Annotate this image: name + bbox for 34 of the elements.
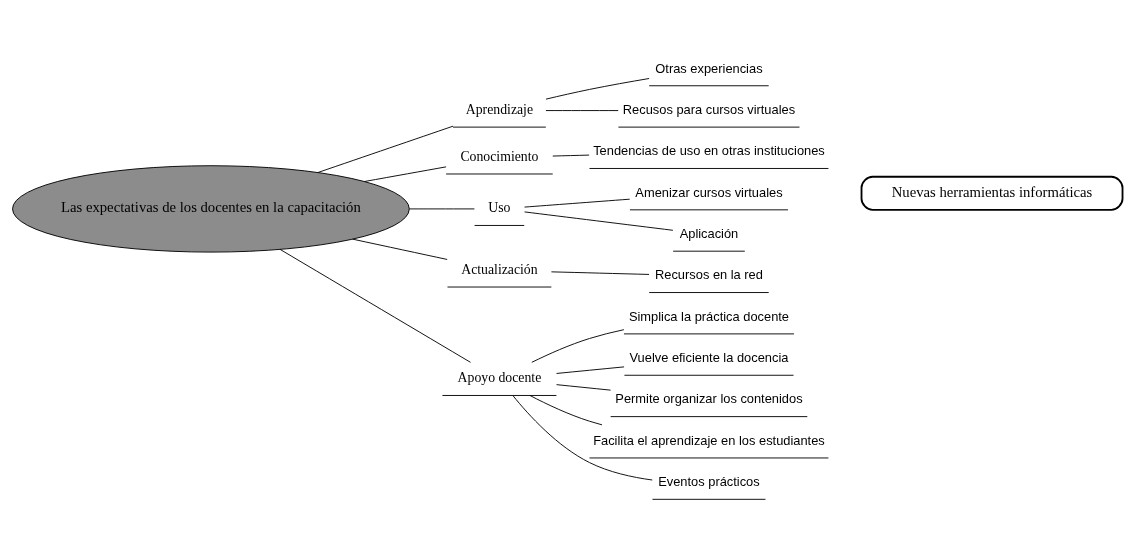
connector	[524, 210, 674, 231]
node-text: Tendencias de uso en otras instituciones	[593, 142, 825, 158]
node-box: Nuevas herramientas informáticas	[860, 175, 1124, 211]
connector	[545, 77, 650, 100]
node-text: Recusos para cursos virtuales	[622, 101, 796, 117]
connector	[279, 248, 471, 363]
connector	[531, 328, 625, 363]
node-text: Simplica la práctica docente	[628, 308, 790, 324]
connector	[317, 125, 454, 173]
node-text: Amenizar cursos virtuales	[635, 184, 783, 200]
connector	[552, 154, 590, 156]
node-text: Permite organizar los contenidos	[615, 390, 803, 406]
connector	[524, 198, 631, 208]
connector	[352, 238, 448, 260]
node-text: Aplicación	[679, 225, 739, 241]
connector	[545, 109, 619, 111]
node-text: Facilita el aprendizaje en los estudiantes	[593, 432, 825, 448]
node-ellipse: Las expectativas de los docentes en la capacitación	[12, 164, 410, 253]
node-text: Eventos prácticos	[658, 473, 760, 489]
connector	[556, 383, 612, 391]
connector	[550, 270, 650, 275]
node-text: Aprendizaje	[465, 101, 534, 117]
connector	[512, 394, 653, 480]
node-text: Conocimiento	[460, 148, 539, 164]
node-text: Otras experiencias	[655, 60, 763, 76]
node-text: Vuelve eficiente la docencia	[629, 349, 789, 365]
node-text: Actualización	[461, 261, 538, 277]
connector	[556, 365, 625, 374]
node-text: Apoyo docente	[457, 369, 542, 385]
connector	[363, 165, 447, 182]
node-text: Recursos en la red	[654, 266, 763, 282]
connector	[529, 394, 603, 425]
node-text: Uso	[488, 199, 511, 215]
connector	[408, 207, 475, 209]
